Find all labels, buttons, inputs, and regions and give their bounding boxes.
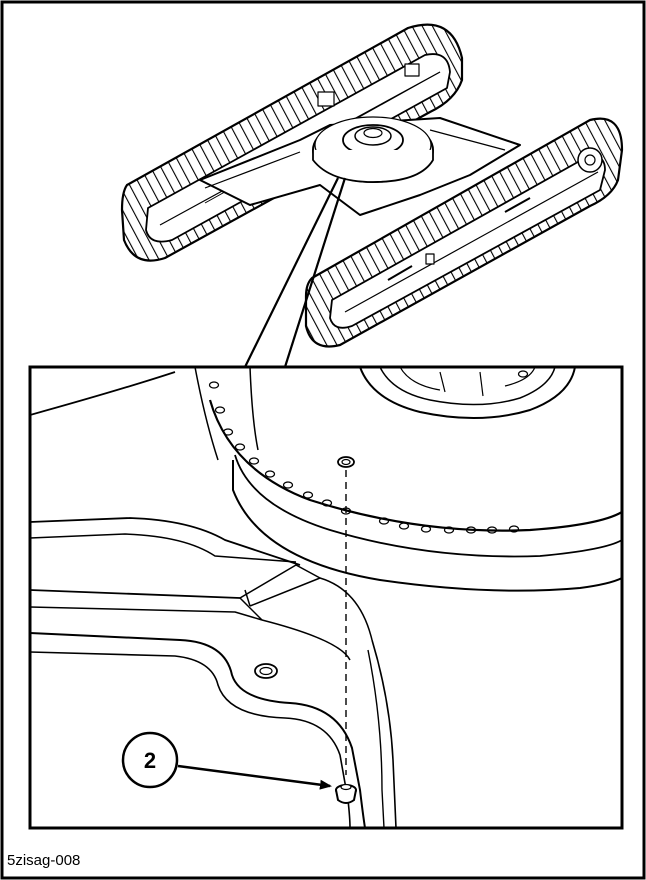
detail-leader-left — [244, 177, 339, 368]
callout-bubble: 2 — [121, 731, 179, 789]
swing-bearing-detail — [208, 367, 622, 592]
bolt-holes — [208, 370, 529, 534]
swing-bearing-overview — [312, 116, 434, 183]
callout-number: 2 — [144, 748, 156, 773]
callout-arrow — [177, 764, 332, 790]
fitting-hole — [337, 456, 355, 468]
figure-id-label: 5zisag-008 — [7, 852, 81, 869]
carbody-structure — [30, 517, 397, 828]
right-track — [304, 117, 624, 348]
detail-leader-right — [283, 177, 347, 368]
grease-fitting-part — [335, 783, 357, 804]
undercarriage-overview — [120, 23, 624, 348]
detail-view: 2 — [28, 365, 624, 830]
